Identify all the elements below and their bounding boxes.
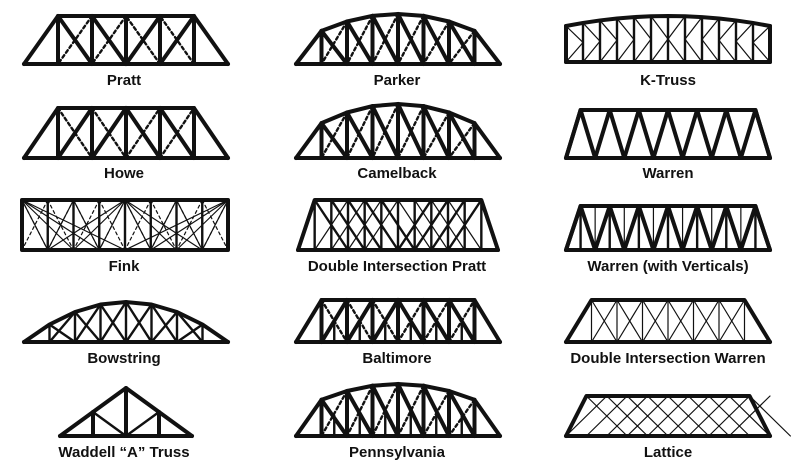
waddell-a-truss	[58, 386, 194, 438]
warren-with-verticals-truss	[564, 204, 772, 252]
pratt-truss	[22, 14, 230, 66]
fink-label: Fink	[108, 258, 140, 275]
warren-truss	[564, 108, 772, 160]
pennsylvania-truss	[294, 382, 502, 438]
double-intersection-warren-label: Double Intersection Warren	[570, 350, 766, 367]
pratt-label: Pratt	[106, 72, 142, 89]
bowstring-truss	[22, 300, 230, 344]
warren-label: Warren	[642, 165, 694, 182]
lattice-label: Lattice	[643, 444, 693, 461]
camelback-truss	[294, 102, 502, 160]
double-intersection-pratt-truss	[296, 198, 500, 252]
camelback-label: Camelback	[357, 165, 437, 182]
waddell-a-truss-label: Waddell “A” Truss	[58, 444, 190, 461]
lattice-truss	[564, 394, 792, 438]
double-intersection-warren-truss	[564, 298, 772, 344]
howe-label: Howe	[103, 165, 145, 182]
fink-truss	[20, 198, 230, 252]
k-truss-label: K-Truss	[640, 72, 696, 89]
k-truss	[564, 14, 772, 64]
baltimore-truss	[294, 298, 502, 344]
warren-with-verticals-label: Warren (with Verticals)	[587, 258, 749, 275]
howe-truss	[22, 106, 230, 160]
pennsylvania-label: Pennsylvania	[349, 444, 445, 461]
double-intersection-pratt-label: Double Intersection Pratt	[307, 258, 487, 275]
parker-truss	[294, 12, 502, 66]
baltimore-label: Baltimore	[362, 350, 432, 367]
parker-label: Parker	[373, 72, 421, 89]
bowstring-label: Bowstring	[87, 350, 161, 367]
